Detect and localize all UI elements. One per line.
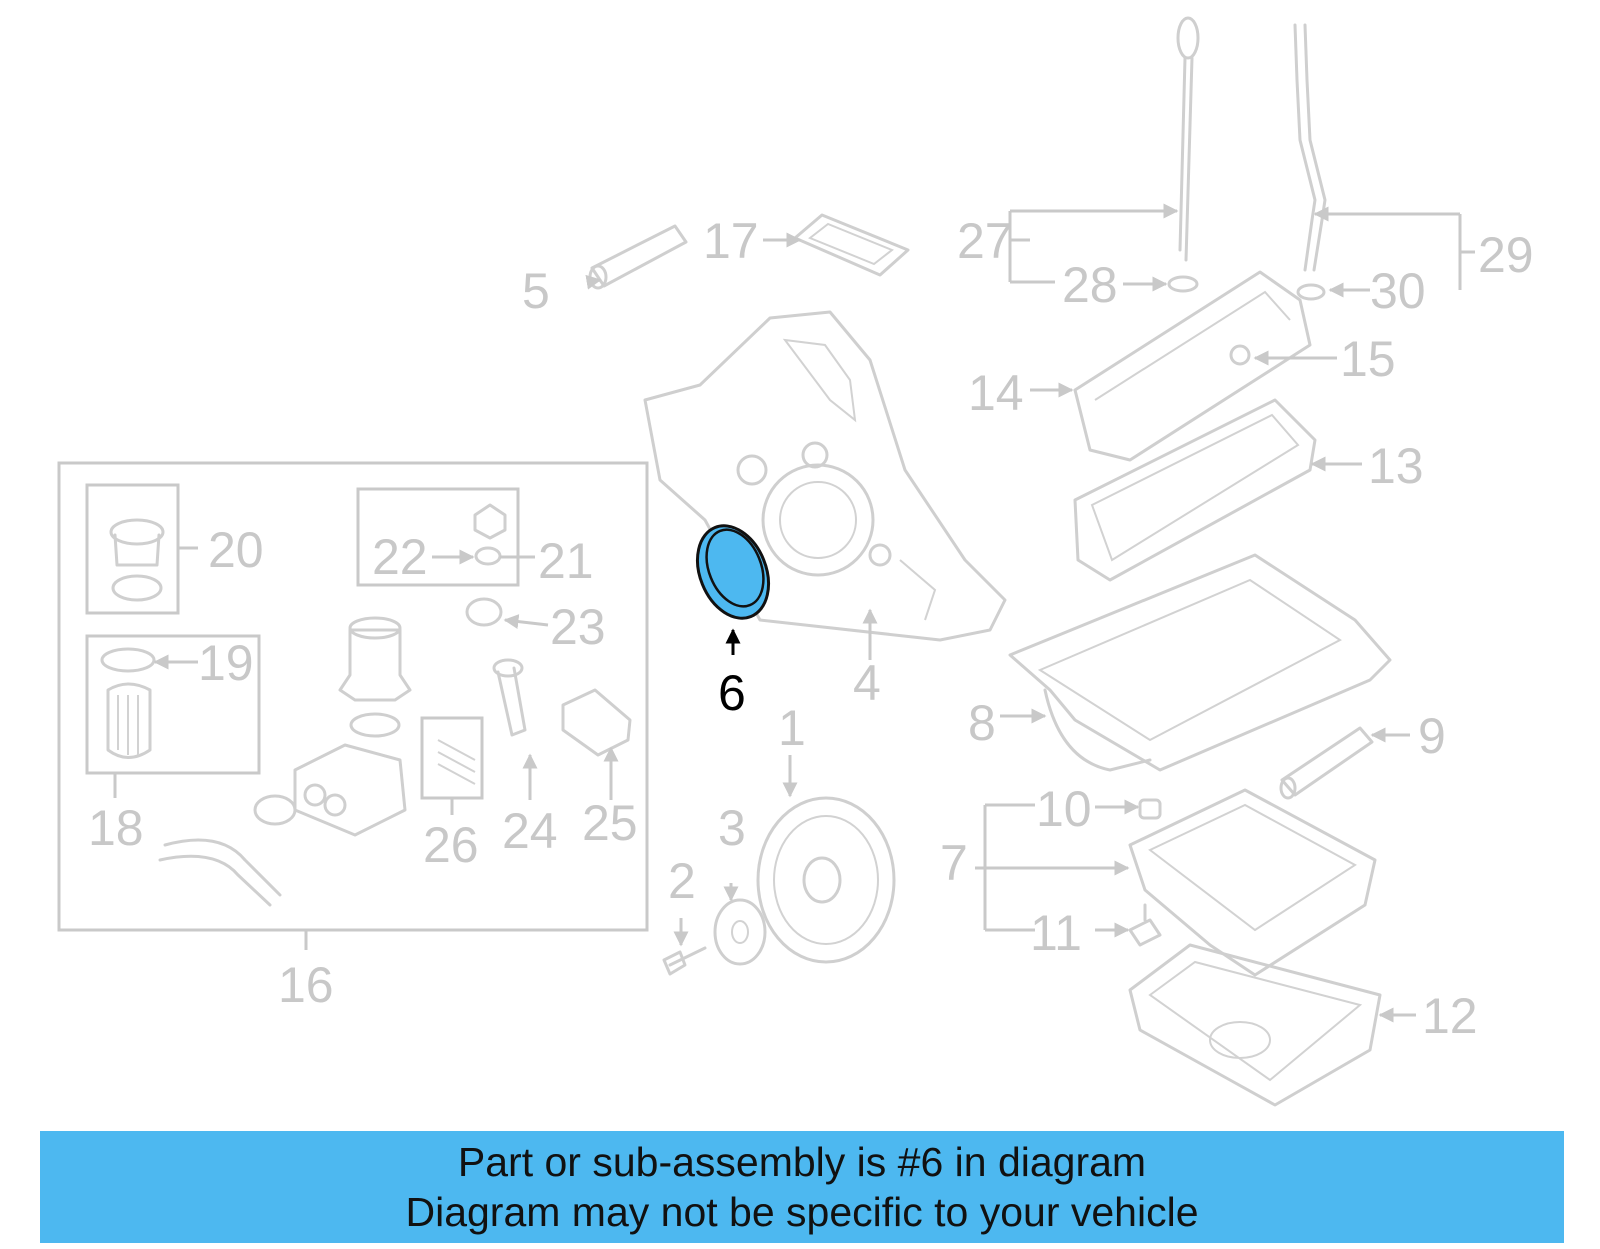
callout-13: 13	[1368, 438, 1424, 494]
callout-19: 19	[198, 635, 254, 691]
info-banner: Part or sub-assembly is #6 in diagram Di…	[40, 1131, 1564, 1243]
part-sensor-11[interactable]	[1128, 903, 1162, 947]
part-sensor-24[interactable]	[492, 658, 527, 737]
part-module-25[interactable]	[561, 688, 632, 757]
callout-28: 28	[1062, 257, 1118, 313]
callout-12: 12	[1422, 988, 1478, 1044]
callout-21: 21	[538, 533, 594, 589]
callout-3: 3	[718, 800, 746, 856]
callout-11: 11	[1030, 905, 1082, 961]
part-seal-6-highlighted[interactable]	[684, 515, 781, 629]
part-oil-pan-upper-8[interactable]	[1008, 553, 1392, 772]
callout-22: 22	[372, 529, 428, 585]
banner-line-disclaimer: Diagram may not be specific to your vehi…	[405, 1189, 1199, 1235]
part-oil-pan-7[interactable]	[1128, 788, 1377, 977]
part-oil-filter-18[interactable]	[106, 682, 152, 759]
callout-5: 5	[522, 263, 550, 319]
callout-23: 23	[550, 599, 606, 655]
callout-17: 17	[703, 213, 759, 269]
banner-line-part-number: Part or sub-assembly is #6 in diagram	[457, 1139, 1147, 1185]
group-box-21	[356, 487, 520, 587]
parts-diagram: 1 2 3 4 5 6 7 8 9 10 11 12 13 14 15 16 1…	[57, 16, 1534, 1107]
part-hose[interactable]	[158, 794, 297, 907]
part-oil-filter-cap-20[interactable]	[109, 518, 165, 602]
callout-25: 25	[582, 795, 638, 851]
part-plate-3[interactable]	[713, 898, 767, 966]
part-flywheel-1[interactable]	[756, 796, 896, 964]
part-bolt-2[interactable]	[662, 946, 707, 976]
callout-14: 14	[968, 365, 1024, 421]
callout-24: 24	[502, 803, 558, 859]
callout-9: 9	[1418, 708, 1446, 764]
part-timing-cover-4[interactable]	[643, 310, 1007, 642]
part-gasket-kit-26[interactable]	[437, 739, 476, 785]
part-valve-cover-gasket-13[interactable]	[1073, 398, 1317, 582]
callout-30: 30	[1370, 263, 1426, 319]
part-o-ring-30[interactable]	[1296, 283, 1326, 301]
part-dipstick-27[interactable]	[1176, 16, 1200, 262]
part-cap-23[interactable]	[465, 597, 503, 627]
group-box-16	[57, 461, 649, 932]
group-box-20	[85, 483, 180, 615]
part-plug-22-21[interactable]	[473, 503, 507, 566]
callout-29: 29	[1478, 227, 1534, 283]
part-oil-pan-12[interactable]	[1128, 943, 1382, 1107]
part-dipstick-tube-29[interactable]	[1293, 23, 1327, 272]
callout-20: 20	[208, 522, 264, 578]
part-sealant-tube-9[interactable]	[1279, 726, 1374, 800]
callout-15: 15	[1340, 331, 1396, 387]
callout-1: 1	[778, 700, 806, 756]
callout-4: 4	[853, 655, 881, 711]
part-o-ring-28[interactable]	[1167, 275, 1199, 293]
callout-18: 18	[88, 800, 144, 856]
callout-2: 2	[668, 853, 696, 909]
part-sealant-tube-5[interactable]	[588, 224, 688, 290]
part-cooler-housing[interactable]	[293, 743, 407, 837]
group-box-18	[85, 634, 261, 775]
callout-26: 26	[423, 817, 479, 873]
callout-10: 10	[1036, 781, 1092, 837]
part-o-ring-19[interactable]	[100, 647, 156, 673]
callout-16: 16	[278, 957, 334, 1013]
callout-27: 27	[957, 213, 1013, 269]
part-gasket-set-17[interactable]	[793, 213, 910, 277]
callout-6-highlighted: 6	[718, 665, 746, 721]
part-valve-cover-14[interactable]	[1073, 270, 1312, 462]
callout-7: 7	[940, 835, 968, 891]
part-drain-plug-10[interactable]	[1138, 798, 1162, 820]
part-filter-housing[interactable]	[338, 616, 412, 738]
callout-8: 8	[968, 695, 996, 751]
